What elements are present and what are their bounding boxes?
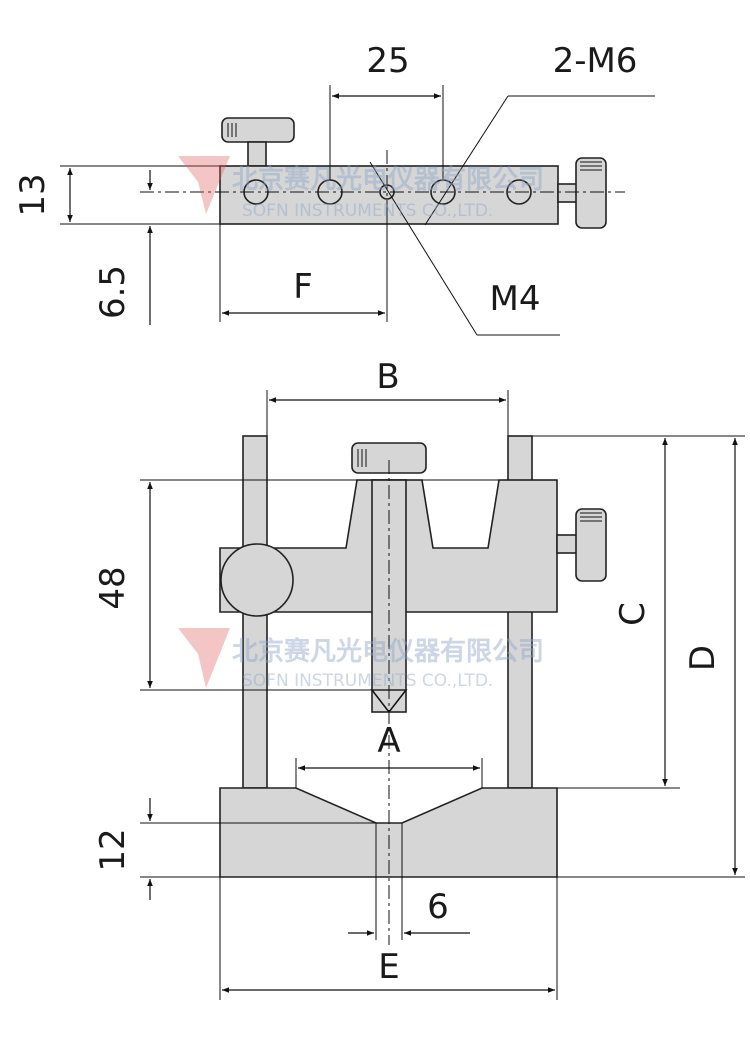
dim-C: C [613,602,653,626]
front-view: B 48 C D A 12 6 E [93,357,745,1000]
dim-6: 6 [427,887,449,927]
dim-F: F [293,267,313,307]
dim-25: 25 [366,41,409,81]
dim-D: D [683,645,723,671]
dim-48: 48 [93,566,133,609]
dim-E: E [378,947,399,987]
label-2m6: 2-M6 [553,41,638,81]
watermark-top: 北京赛凡光电仪器有限公司 SOFN INSTRUMENTS CO.,LTD. [178,156,544,221]
right-knob-stem [557,183,579,203]
watermark-logo-icon [178,628,230,688]
watermark-cn-middle: 北京赛凡光电仪器有限公司 [232,636,544,667]
top-view: 25 2-M6 13 6.5 F M4 [13,41,655,336]
dim-B: B [376,357,399,397]
watermark-en-top: SOFN INSTRUMENTS CO.,LTD. [242,201,493,221]
top-knob-stem [247,141,267,167]
dim-12: 12 [93,828,133,871]
top-knob-head [221,117,295,143]
top-knob-grip-lines [227,123,237,137]
right-knob-head [575,157,607,229]
watermark-logo-icon [178,156,230,214]
watermark-middle: 北京赛凡光电仪器有限公司 SOFN INSTRUMENTS CO.,LTD. [178,628,544,691]
side-knob-head [575,508,607,582]
watermark-cn-top: 北京赛凡光电仪器有限公司 [232,164,544,195]
lock-knob [220,543,294,617]
side-knob-stem [556,534,578,554]
label-m4: M4 [490,279,541,319]
dim-A: A [377,721,400,761]
dim-13: 13 [13,173,53,216]
watermark-en-middle: SOFN INSTRUMENTS CO.,LTD. [242,671,493,691]
dim-6-5: 6.5 [93,265,133,319]
